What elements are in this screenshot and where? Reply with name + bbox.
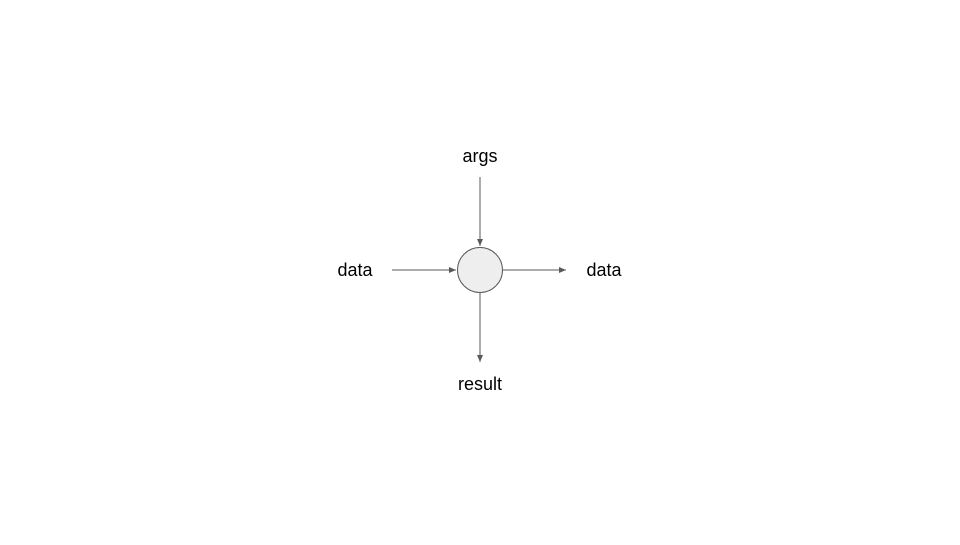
label-data-in: data [337, 260, 373, 280]
label-result: result [457, 374, 502, 394]
label-args: args [462, 146, 498, 166]
process-node [457, 247, 503, 293]
label-data-out: data [586, 260, 622, 280]
